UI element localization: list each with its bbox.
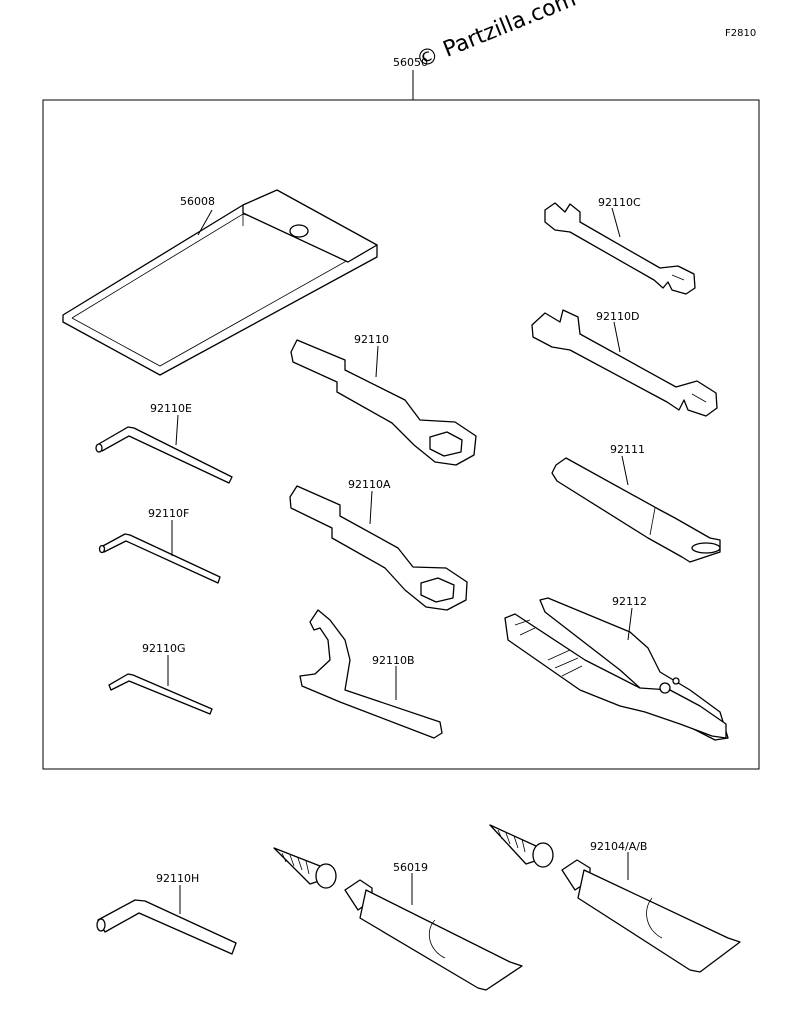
hex-key-e xyxy=(95,426,233,484)
box-wrench-a xyxy=(289,485,468,611)
pliers xyxy=(504,597,729,741)
leader-handle xyxy=(621,455,629,486)
leader-hex-e xyxy=(175,414,179,446)
leader-box-wrench xyxy=(375,345,379,378)
box-wrench xyxy=(290,339,477,466)
label-hex-h: 92110H xyxy=(156,872,199,885)
label-handle: 92111 xyxy=(610,443,645,456)
label-wrench-d: 92110D xyxy=(596,310,639,323)
leader-bag xyxy=(197,209,213,236)
grease-tube-2 xyxy=(489,824,741,973)
assembly-frame xyxy=(42,99,760,770)
label-tube-1: 56019 xyxy=(393,861,428,874)
open-end-wrench-d xyxy=(531,309,718,417)
hex-key-g xyxy=(108,673,213,715)
label-hex-e: 92110E xyxy=(150,402,192,415)
wrench-handle xyxy=(551,457,721,563)
hex-key-f xyxy=(98,533,221,584)
leader-box-wrench-a xyxy=(369,490,373,525)
label-assembly: 56050 xyxy=(393,56,428,69)
leader-pliers xyxy=(627,607,633,641)
hex-key-h xyxy=(96,899,237,955)
open-end-wrench-c xyxy=(544,202,696,295)
grease-tube-1 xyxy=(273,847,523,991)
label-hook-wrench: 92110B xyxy=(372,654,415,667)
leader-wrench-d xyxy=(613,321,621,353)
leader-wrench-c xyxy=(611,207,621,238)
label-hex-g: 92110G xyxy=(142,642,186,655)
label-box-wrench: 92110 xyxy=(354,333,389,346)
label-hex-f: 92110F xyxy=(148,507,189,520)
label-wrench-c: 92110C xyxy=(598,196,641,209)
hook-wrench xyxy=(299,609,443,739)
label-box-wrench-a: 92110A xyxy=(348,478,391,491)
figure-code: F2810 xyxy=(725,28,756,39)
label-tube-2: 92104/A/B xyxy=(590,840,647,853)
label-bag: 56008 xyxy=(180,195,215,208)
tool-bag xyxy=(62,189,378,376)
label-pliers: 92112 xyxy=(612,595,647,608)
watermark: © Partzilla.com xyxy=(413,0,580,74)
